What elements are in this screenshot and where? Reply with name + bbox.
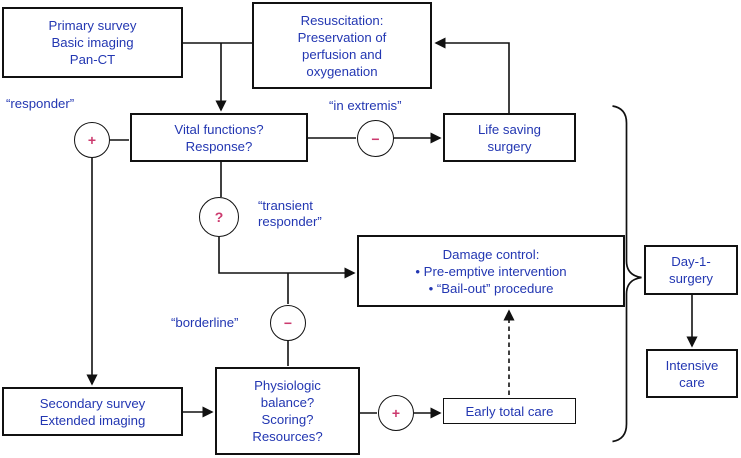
box-resuscitation: Resuscitation: Preservation of perfusion… <box>252 2 432 89</box>
minus-icon: − <box>371 130 380 147</box>
node-minus-borderline: − <box>270 305 306 341</box>
minus-icon: − <box>283 315 293 331</box>
node-question-transient: ? <box>199 197 239 237</box>
box-physiologic-balance-text: Physiologic balance? Scoring? Resources? <box>252 378 323 444</box>
box-early-total-care: Early total care <box>443 398 576 424</box>
label-in-extremis: “in extremis” <box>329 98 402 113</box>
box-primary-survey: Primary survey Basic imaging Pan-CT <box>2 7 183 78</box>
label-transient-responder: “transient responder” <box>258 198 322 229</box>
box-life-saving-surgery: Life saving surgery <box>443 113 576 162</box>
arrow-question-to-damagecontrol <box>218 237 356 279</box>
box-day1-surgery-text: Day-1- surgery <box>669 254 713 286</box>
arrow-lifesaving-to-resuscitation <box>434 37 510 113</box>
box-life-saving-surgery-text: Life saving surgery <box>477 121 542 154</box>
box-secondary-survey: Secondary survey Extended imaging <box>2 387 183 436</box>
curly-brace <box>612 105 642 443</box>
box-intensive-care: Intensive care <box>646 349 738 398</box>
box-early-total-care-text: Early total care <box>465 403 554 419</box>
box-intensive-care-text: Intensive care <box>665 357 719 390</box>
box-damage-control: Damage control: • Pre-emptive interventi… <box>357 235 625 307</box>
box-day1-surgery: Day-1- surgery <box>644 245 738 295</box>
plus-icon: + <box>87 132 97 148</box>
label-responder: “responder” <box>6 96 75 111</box>
box-primary-survey-text: Primary survey Basic imaging Pan-CT <box>48 18 137 67</box>
plus-icon: + <box>391 405 401 421</box>
box-secondary-survey-text: Secondary survey Extended imaging <box>39 395 146 428</box>
box-vital-functions: Vital functions? Response? <box>130 113 308 162</box>
node-minus-in-extremis: − <box>357 120 394 157</box>
question-icon: ? <box>214 209 224 225</box>
box-resuscitation-text: Resuscitation: Preservation of perfusion… <box>297 12 387 79</box>
node-plus-early-total-care: + <box>378 395 414 431</box>
node-plus-responder: + <box>74 122 110 158</box>
box-vital-functions-text: Vital functions? Response? <box>174 121 264 154</box>
box-physiologic-balance: Physiologic balance? Scoring? Resources? <box>215 367 360 455</box>
box-damage-control-text: Damage control: • Pre-emptive interventi… <box>415 246 567 296</box>
label-borderline: “borderline” <box>171 315 239 330</box>
